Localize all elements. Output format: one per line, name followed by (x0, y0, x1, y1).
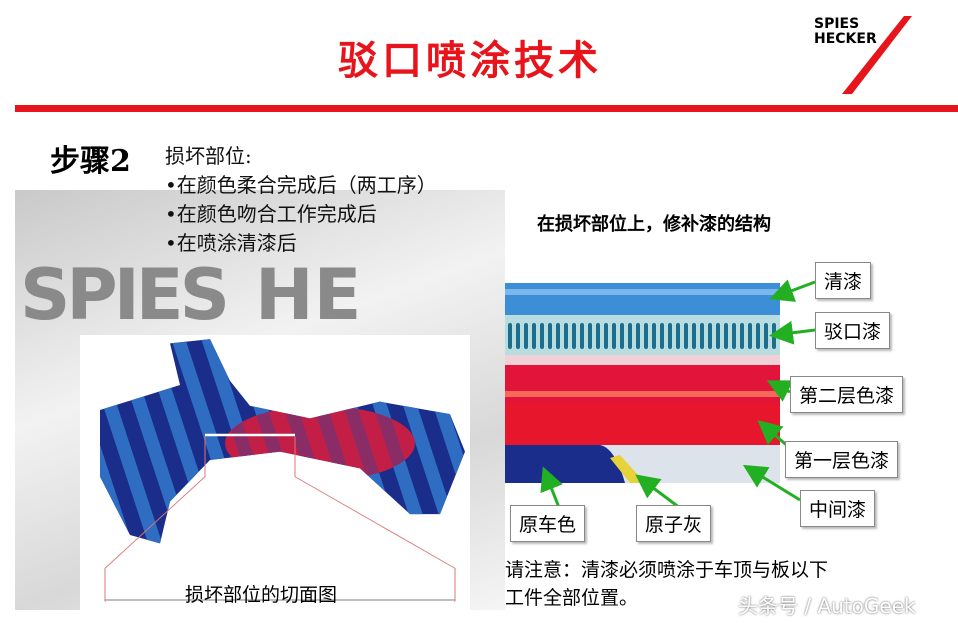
blend-coat-texture (772, 323, 776, 349)
background-watermark: SPIES (20, 254, 230, 336)
stripe (260, 339, 364, 544)
blend-coat-texture (740, 323, 744, 349)
blend-coat-texture (660, 323, 664, 349)
stripe (230, 339, 334, 544)
label-blend-coat: 驳口漆 (815, 312, 891, 349)
stripe (200, 339, 304, 544)
label-original-paint: 原车色 (510, 505, 586, 542)
slide-title: 驳口喷涂技术 (338, 37, 602, 84)
label-second-basecoat: 第二层色漆 (790, 376, 904, 413)
blend-coat-texture (700, 323, 704, 349)
blend-coat-texture (516, 323, 520, 349)
blend-coat-texture (636, 323, 640, 349)
blend-coat-texture (676, 323, 680, 349)
label-first-basecoat: 第一层色漆 (785, 441, 899, 478)
blend-coat-texture (556, 323, 560, 349)
svg-text:HECKER: HECKER (814, 31, 877, 47)
note-line-2: 工件全部位置。 (505, 587, 639, 609)
blend-coat-texture (620, 323, 624, 349)
blend-coat-texture (588, 323, 592, 349)
label-putty: 原子灰 (636, 505, 712, 542)
blend-coat-texture (604, 323, 608, 349)
layer-diagram-title: 在损坏部位上，修补漆的结构 (537, 214, 771, 235)
bullet-item: •在喷涂清漆后 (165, 231, 297, 255)
cross-section-figure (80, 335, 470, 610)
blend-coat-texture (596, 323, 600, 349)
background-watermark: HE (255, 254, 362, 336)
blend-coat-texture (644, 323, 648, 349)
label-primer: 中间漆 (800, 490, 876, 527)
step-label: 步骤2 (50, 144, 131, 179)
blend-coat-texture (564, 323, 568, 349)
blend-coat-texture (540, 323, 544, 349)
figure-caption: 损坏部位的切面图 (185, 584, 338, 606)
blend-coat-texture (756, 323, 760, 349)
blend-coat-texture (612, 323, 616, 349)
source-watermark: 头条号 / AutoGeek (738, 594, 916, 618)
blend-coat-texture (692, 323, 696, 349)
blend-coat-texture (668, 323, 672, 349)
spies-hecker-logo: SPIES HECKER (814, 16, 912, 94)
stripe (80, 335, 94, 610)
blend-coat-texture (628, 323, 632, 349)
blend-coat-texture (724, 323, 728, 349)
stripe (230, 339, 334, 544)
blend-coat-texture (764, 323, 768, 349)
blend-coat-texture (548, 323, 552, 349)
svg-text:SPIES: SPIES (814, 16, 859, 32)
blend-coat-texture (652, 323, 656, 349)
blend-coat-texture (532, 323, 536, 349)
blend-coat-texture (716, 323, 720, 349)
label-clearcoat: 清漆 (815, 262, 872, 299)
stripe (80, 335, 94, 610)
note-line-1: 请注意：清漆必须喷涂于车顶与板以下 (505, 559, 829, 581)
title-divider (15, 105, 958, 112)
blend-coat-texture (748, 323, 752, 349)
blend-coat-texture (708, 323, 712, 349)
step-heading: 损坏部位: (165, 144, 252, 168)
bullet-item: •在颜色吻合工作完成后 (165, 202, 377, 226)
stripe (260, 339, 364, 544)
paint-layer-diagram (505, 283, 780, 483)
blend-coat-texture (732, 323, 736, 349)
blend-coat-texture (684, 323, 688, 349)
blend-coat-texture (524, 323, 528, 349)
blend-coat-texture (580, 323, 584, 349)
blend-coat-texture (508, 323, 512, 349)
bullet-item: •在颜色柔合完成后（两工序） (165, 173, 437, 197)
blend-coat-texture (572, 323, 576, 349)
